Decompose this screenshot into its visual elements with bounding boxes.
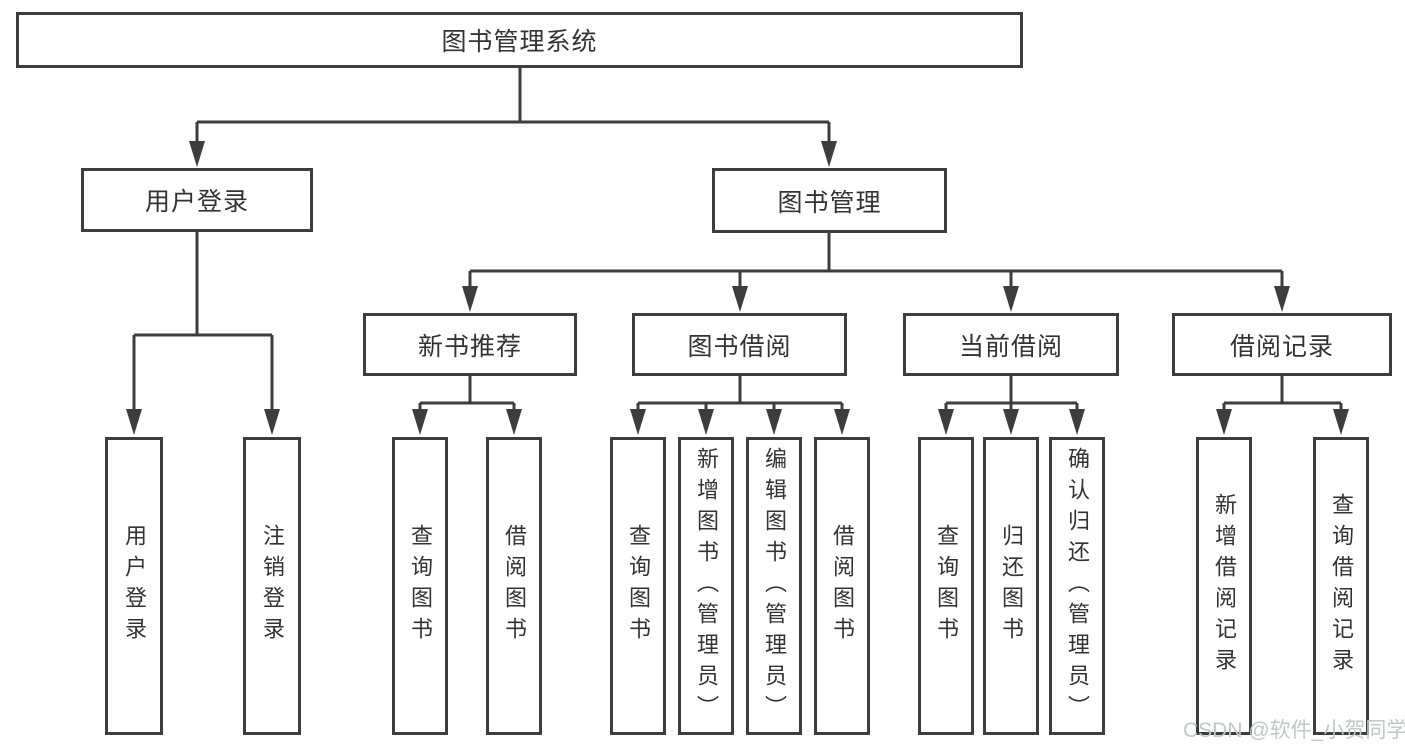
leaf-query-books-1: 查询图书 [392, 437, 448, 735]
node-borrow-record: 借阅记录 [1172, 313, 1392, 376]
leaf-query-books-2-label: 查询图书 [626, 524, 651, 648]
leaf-confirm-return-admin: 确认归还（管理员） [1049, 437, 1105, 735]
leaf-query-borrow-record: 查询借阅记录 [1313, 437, 1369, 735]
node-book-management-label: 图书管理 [777, 188, 882, 217]
node-root-label: 图书管理系统 [441, 28, 598, 56]
leaf-borrow-books-1-label: 借阅图书 [502, 524, 527, 648]
node-root: 图书管理系统 [16, 12, 1023, 68]
leaf-add-book-admin-label: 新增图书（管理员） [694, 446, 719, 726]
leaf-return-book: 归还图书 [983, 437, 1039, 735]
leaf-query-books-3-label: 查询图书 [934, 524, 959, 648]
node-current-borrow: 当前借阅 [903, 313, 1119, 376]
leaf-add-book-admin: 新增图书（管理员） [678, 437, 734, 735]
node-borrow-record-label: 借阅记录 [1229, 332, 1334, 361]
leaf-user-login: 用户登录 [105, 437, 163, 735]
leaf-return-book-label: 归还图书 [999, 524, 1024, 648]
node-user-login-label: 用户登录 [144, 188, 249, 216]
node-new-book-recommend: 新书推荐 [363, 313, 577, 376]
leaf-borrow-books-2-label: 借阅图书 [830, 524, 855, 648]
leaf-query-borrow-record-label: 查询借阅记录 [1329, 493, 1354, 679]
watermark: CSDN @软件_小贺同学 [1183, 719, 1405, 742]
node-book-management: 图书管理 [712, 168, 947, 233]
leaf-query-books-2: 查询图书 [610, 437, 666, 735]
leaf-logout-label: 注销登录 [260, 524, 285, 648]
node-book-borrow-label: 图书借阅 [687, 332, 792, 361]
leaf-add-borrow-record: 新增借阅记录 [1196, 437, 1252, 735]
leaf-confirm-return-admin-label: 确认归还（管理员） [1065, 446, 1090, 726]
leaf-borrow-books-2: 借阅图书 [814, 437, 870, 735]
arrowheads [126, 141, 1349, 435]
leaf-logout: 注销登录 [243, 437, 301, 735]
leaf-add-borrow-record-label: 新增借阅记录 [1212, 493, 1237, 679]
leaf-query-books-1-label: 查询图书 [408, 524, 433, 648]
node-current-borrow-label: 当前借阅 [958, 332, 1063, 361]
node-new-book-recommend-label: 新书推荐 [417, 332, 522, 361]
leaf-user-login-label: 用户登录 [122, 524, 147, 648]
leaf-borrow-books-1: 借阅图书 [486, 437, 542, 735]
node-user-login: 用户登录 [81, 168, 313, 232]
leaf-query-books-3: 查询图书 [918, 437, 974, 735]
node-book-borrow: 图书借阅 [632, 313, 847, 376]
leaf-edit-book-admin: 编辑图书（管理员） [746, 437, 802, 735]
leaf-edit-book-admin-label: 编辑图书（管理员） [762, 446, 787, 726]
